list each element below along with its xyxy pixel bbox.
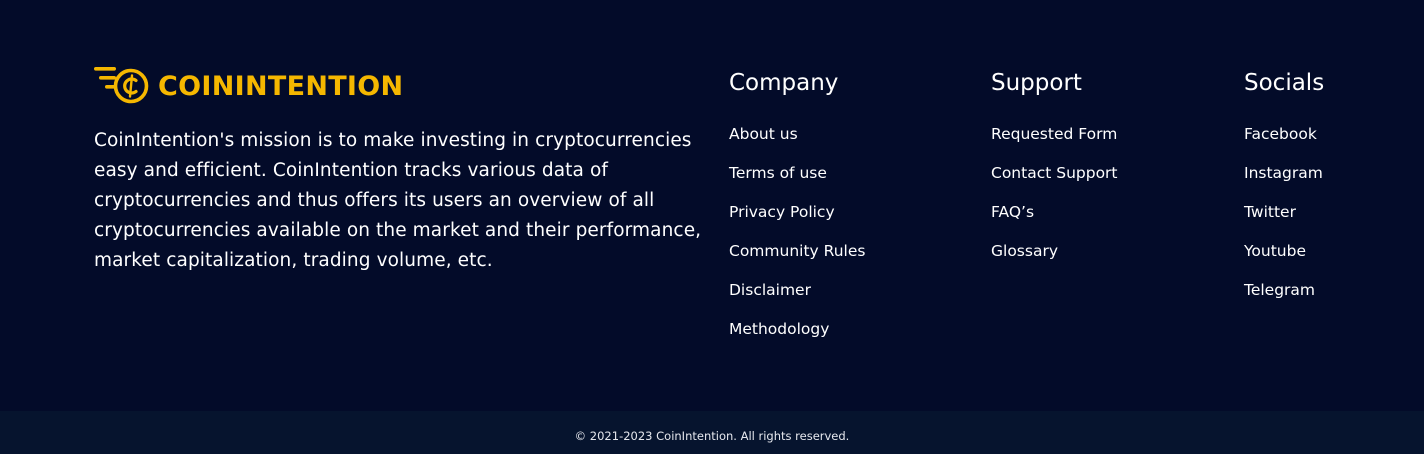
footer-brand: COININTENTION CoinIntention's mission is… (94, 66, 701, 295)
link-facebook[interactable]: Facebook (1244, 125, 1317, 143)
list-item: Facebook (1244, 124, 1324, 163)
logo-wordmark: COININTENTION (158, 70, 404, 102)
column-title-socials: Socials (1244, 70, 1325, 96)
link-terms-of-use[interactable]: Terms of use (729, 164, 827, 182)
list-item: Methodology (729, 319, 865, 358)
list-item: About us (729, 124, 865, 163)
column-title-company: Company (729, 70, 839, 96)
list-item: Telegram (1244, 280, 1324, 319)
link-privacy-policy[interactable]: Privacy Policy (729, 203, 835, 221)
link-telegram[interactable]: Telegram (1244, 281, 1316, 299)
list-item: Terms of use (729, 163, 865, 202)
copyright-text: © 2021-2023 CoinIntention. All rights re… (574, 428, 850, 443)
link-community-rules[interactable]: Community Rules (729, 242, 866, 260)
footer-column-support: Support Requested Form Contact Support F… (991, 68, 1118, 280)
list-item: Privacy Policy (729, 202, 865, 241)
footer-column-company: Company About us Terms of use Privacy Po… (729, 68, 865, 358)
socials-links: Facebook Instagram Twitter Youtube Teleg… (1244, 124, 1324, 319)
link-methodology[interactable]: Methodology (729, 320, 830, 338)
column-title-support: Support (991, 70, 1082, 96)
link-about-us[interactable]: About us (729, 125, 798, 143)
list-item: Youtube (1244, 241, 1324, 280)
coinintention-logo[interactable]: COININTENTION (94, 66, 694, 106)
list-item: Disclaimer (729, 280, 865, 319)
list-item: Requested Form (991, 124, 1118, 163)
footer-bottom-bar: © 2021-2023 CoinIntention. All rights re… (0, 411, 1424, 454)
list-item: Glossary (991, 241, 1118, 280)
mission-statement: CoinIntention's mission is to make inves… (94, 130, 702, 271)
footer-column-socials: Socials Facebook Instagram Twitter Youtu… (1244, 68, 1324, 319)
site-footer: COININTENTION CoinIntention's mission is… (94, 66, 1325, 358)
list-item: Instagram (1244, 163, 1324, 202)
list-item: FAQ’s (991, 202, 1118, 241)
list-item: Contact Support (991, 163, 1118, 202)
link-faqs[interactable]: FAQ’s (991, 203, 1035, 221)
coin-speed-icon (94, 67, 149, 104)
link-twitter[interactable]: Twitter (1244, 203, 1296, 221)
list-item: Twitter (1244, 202, 1324, 241)
link-youtube[interactable]: Youtube (1244, 242, 1306, 260)
link-glossary[interactable]: Glossary (991, 242, 1058, 260)
link-disclaimer[interactable]: Disclaimer (729, 281, 811, 299)
support-links: Requested Form Contact Support FAQ’s Glo… (991, 124, 1118, 280)
company-links: About us Terms of use Privacy Policy Com… (729, 124, 865, 358)
link-contact-support[interactable]: Contact Support (991, 164, 1118, 182)
link-instagram[interactable]: Instagram (1244, 164, 1323, 182)
link-requested-form[interactable]: Requested Form (991, 125, 1118, 143)
list-item: Community Rules (729, 241, 865, 280)
